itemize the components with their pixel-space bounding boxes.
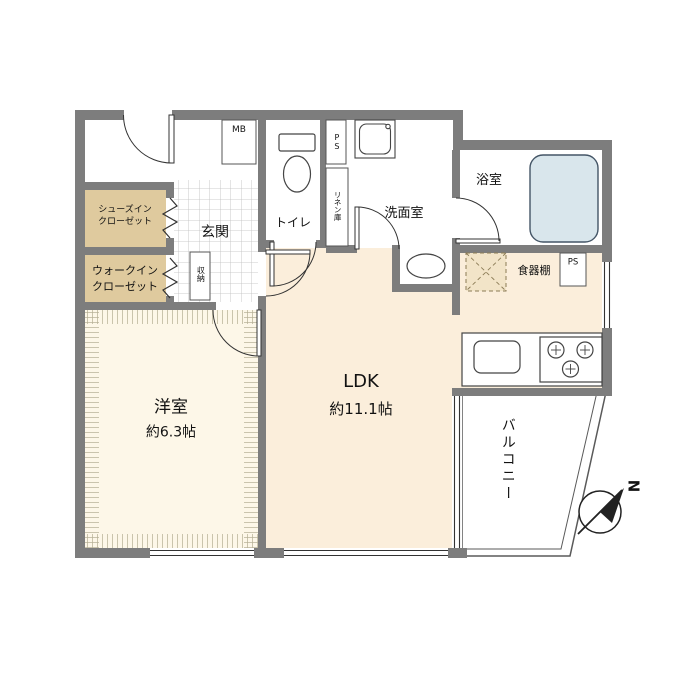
- bathroom-label: 浴室: [475, 172, 503, 188]
- cupboard-label: 食器棚: [517, 263, 551, 277]
- kitchen-sink-icon: [473, 340, 521, 374]
- kitchen-counter: [461, 332, 603, 387]
- utility-boxes: [189, 119, 587, 301]
- doors: [123, 114, 501, 357]
- balcony-label: バルコニー: [499, 417, 516, 503]
- hall-ldk-door: [265, 249, 311, 297]
- bathtub-icon: [529, 154, 599, 243]
- shoes-closet-label-line2: クローゼット: [97, 217, 153, 228]
- toilet-door: [269, 241, 317, 287]
- linen-closet-box: [325, 167, 349, 247]
- north-label: N: [624, 479, 643, 493]
- meter-box: [221, 119, 257, 165]
- storage-box: [189, 251, 211, 301]
- north-compass-icon: [577, 488, 624, 535]
- windows: [150, 262, 612, 558]
- entrance-tile-pattern: [174, 180, 258, 302]
- western-room-label: 洋室: [154, 397, 188, 418]
- washroom-door: [354, 206, 400, 250]
- meter-box-label: MB: [232, 125, 246, 136]
- western-room-size: 約6.3帖: [145, 424, 197, 441]
- walkin-closet-folding-door: [161, 257, 179, 299]
- toilet-label: トイレ: [274, 215, 312, 230]
- bathroom-door: [455, 197, 501, 244]
- storage-label: 収納: [196, 266, 206, 282]
- walkin-closet-label-line2: クローゼット: [92, 279, 158, 293]
- shoes-closet-folding-door: [161, 197, 179, 239]
- pipe-space-top-label: PS: [332, 133, 342, 151]
- entrance-label: 玄関: [201, 224, 229, 241]
- balcony-outline: [461, 391, 607, 557]
- western-room-hatching: [85, 310, 258, 548]
- washroom-label: 洗面室: [384, 205, 424, 221]
- walls: [75, 110, 612, 558]
- washing-machine-icon: [354, 119, 396, 159]
- western-room-door: [212, 309, 262, 357]
- pipe-space-box-kitchen: [559, 252, 587, 287]
- ldk-label: LDK: [343, 371, 379, 393]
- washbasin-icon: [406, 253, 446, 279]
- toilet-icon: [278, 133, 316, 193]
- cupboard-icon: [465, 252, 507, 292]
- pipe-space-box-top: [325, 119, 347, 165]
- entrance-door: [123, 114, 175, 164]
- ldk-size: 約11.1帖: [329, 399, 393, 418]
- stove-icon: [539, 336, 603, 383]
- shoes-closet-label-line1: シューズイン: [98, 205, 152, 216]
- walkin-closet-label-line1: ウォークイン: [92, 263, 158, 277]
- linen-label: リネン庫: [333, 191, 343, 221]
- pipe-space-kitchen-label: PS: [567, 257, 579, 268]
